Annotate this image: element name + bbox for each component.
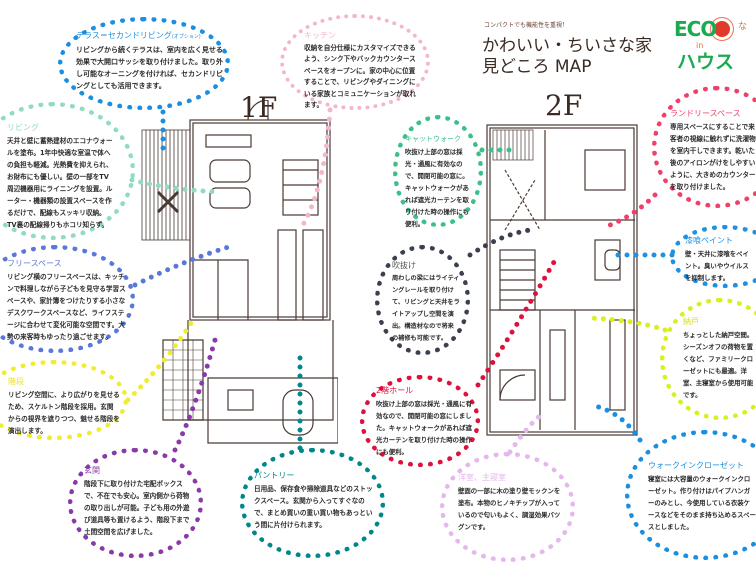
catwalk-bubble: [393, 115, 483, 227]
callout-title: 2階ホール: [376, 386, 414, 395]
callout-terrace: テラス＝セカンドリビング(オプション) リビングから続くテラスは、室内を広く見せる…: [76, 30, 224, 92]
kitchen-bubble: [280, 14, 430, 110]
callout-body: 周わしの梁にはライティングレールを取り付けて、リビングと天井をライトアップし空間…: [392, 275, 460, 342]
living-bubble: [0, 102, 135, 240]
callout-title: 漆喰ペイント: [685, 236, 733, 245]
callout-title: ウォークインクローゼット: [648, 461, 744, 470]
floor-label-1f: 1F: [240, 91, 278, 124]
callout-body: 日用品、保存食や掃除道具などのストックスペース。玄関から入ってすぐなので、まとめ…: [254, 485, 373, 529]
floor-label-2f: 2F: [545, 89, 583, 122]
callout-title: ランドリースペース: [670, 109, 741, 118]
callout-pantry: パントリー日用品、保存食や掃除道具などのストックスペース。玄関から入ってすぐなの…: [254, 470, 374, 531]
title-line-1: かわいい・ちいさな家: [482, 36, 652, 56]
logo-house: ハウス: [677, 51, 735, 73]
callout-body: 専用スペースにすることで来客者の視線に触れずに洗濯物を室内干しできます。乾いた後…: [670, 123, 756, 191]
callout-bedroom: 洋室、主寝室壁面の一部に木の塗り壁モックンを塗布。本物のヒノキチップが入っている…: [458, 472, 566, 533]
callout-body: 天井と壁に蓄熱建材のエコナウォールを塗布。1年中快適な室温で体への負担も軽減。光…: [7, 137, 113, 229]
hall-bubble: [360, 375, 480, 467]
callout-body: リビング空間に、より広がりを見せるため、スケルトン階段を採用。玄関からの視界を遮…: [8, 391, 120, 435]
option-label: (オプション): [171, 34, 201, 40]
callout-title: 玄関: [84, 466, 100, 475]
callout-living: リビング天井と壁に蓄熱建材のエコナウォールを塗布。1年中快適な室温で体への負担も…: [7, 122, 115, 231]
eco-in-house-logo: ECO な in ハウス: [672, 18, 756, 80]
callout-body: ちょっとした納戸空間。シーズンオフの荷物を置くなど、ファミリークローゼットにも最…: [683, 331, 754, 399]
callout-title: キャットウォーク: [405, 135, 461, 143]
callout-plaster: 漆喰ペイント壁・天井に漆喰をペイント。臭いやウイルスを抑制します。: [685, 235, 755, 284]
callout-storage: 納戸ちょっとした納戸空間。シーズンオフの荷物を置くなど、ファミリークローゼットに…: [683, 316, 755, 401]
callout-walkin: ウォークインクローゼット寝室には大容量のウォークインクローゼット。作り付けはパイ…: [648, 460, 756, 533]
tagline: コンパクトでも機能性を重視！: [484, 22, 569, 29]
callout-atrium: 吹抜け周わしの梁にはライティングレールを取り付けて、リビングと天井をライトアップ…: [392, 260, 460, 345]
callout-title: リビング: [7, 123, 39, 132]
second-floor-plan: [486, 124, 638, 436]
logo-in: in: [696, 41, 704, 50]
storage-bubble: [660, 298, 756, 420]
callout-free-space: フリースペースリビング横のフリースペースは、キッチンで料理しながら子どもを見守る…: [7, 258, 127, 343]
terrace-bubble: [58, 17, 230, 110]
callout-body: リビング横のフリースペースは、キッチンで料理しながら子どもを見守る学習スペースや…: [7, 273, 126, 341]
sun-icon: [714, 21, 730, 37]
logo-eco: ECO: [674, 17, 717, 41]
callout-title: 吹抜け: [392, 261, 416, 270]
callout-hall: 2階ホール吹抜け上部の窓は採光・通風に有効なので、開閉可能の窓にしました。キャッ…: [376, 385, 474, 458]
title-line-2: 見どころ MAP: [482, 57, 592, 77]
laundry-bubble: [652, 86, 756, 208]
callout-entrance: 玄関階段下に取り付けた宅配ボックスで、不在でも安心。室内側から荷物の取り出しが可…: [84, 465, 194, 538]
callout-body: 収納を自分仕様にカスタマイズできるよう、シンク下やバックカウンタースペースをオー…: [304, 43, 416, 110]
callout-title: 階段: [8, 377, 24, 386]
callout-body: 壁面の一部に木の塗り壁モックンを塗布。本物のヒノキチップが入っているので匂いもよ…: [458, 487, 561, 531]
callout-body: 壁・天井に漆喰をペイント。臭いやウイルスを抑制します。: [685, 250, 749, 282]
atrium-bubble: [375, 245, 470, 355]
callout-body: 寝室には大容量のウォークインクローゼット。作り付けはパイプハンガーのみとし、今使…: [648, 475, 756, 531]
first-floor-plan: [141, 100, 338, 444]
callout-stairs: 階段リビング空間に、より広がりを見せるため、スケルトン階段を採用。玄関からの視界…: [8, 376, 120, 437]
callout-title: パントリー: [254, 471, 295, 480]
callout-body: リビングから続くテラスは、室内を広く見せる効果で大開口サッシを取り付けました。取…: [76, 46, 223, 90]
callout-catwalk: キャットウォーク吹抜け上部の窓は採光・通風に有効なので、開閉可能の窓に。キャット…: [405, 133, 475, 230]
callout-title: キッチン: [304, 31, 336, 40]
callout-body: 吹抜け上部の窓は採光・通風に有効なので、開閉可能の窓にしました。キャットウォーク…: [376, 400, 472, 456]
callout-laundry: ランドリースペース専用スペースにすることで来客者の視線に触れずに洗濯物を室内干し…: [670, 108, 756, 193]
callout-kitchen: キッチン収納を自分仕様にカスタマイズできるよう、シンク下やバックカウンタースペー…: [304, 30, 416, 112]
callout-body: 階段下に取り付けた宅配ボックスで、不在でも安心。室内側から荷物の取り出しが可能。…: [84, 480, 190, 536]
callout-title: テラス＝セカンドリビング: [76, 31, 172, 40]
free-space-bubble: [0, 245, 135, 353]
callout-title: フリースペース: [7, 259, 62, 268]
callout-title: 洋室、主寝室: [458, 473, 506, 482]
callout-title: 納戸: [683, 317, 699, 326]
logo-na: な: [738, 22, 748, 32]
callout-body: 吹抜け上部の窓は採光・通風に有効なので、開閉可能の窓に。キャットウォークがあれば…: [405, 148, 469, 228]
page-title: かわいい・ちいさな家 見どころ MAP: [482, 36, 652, 78]
